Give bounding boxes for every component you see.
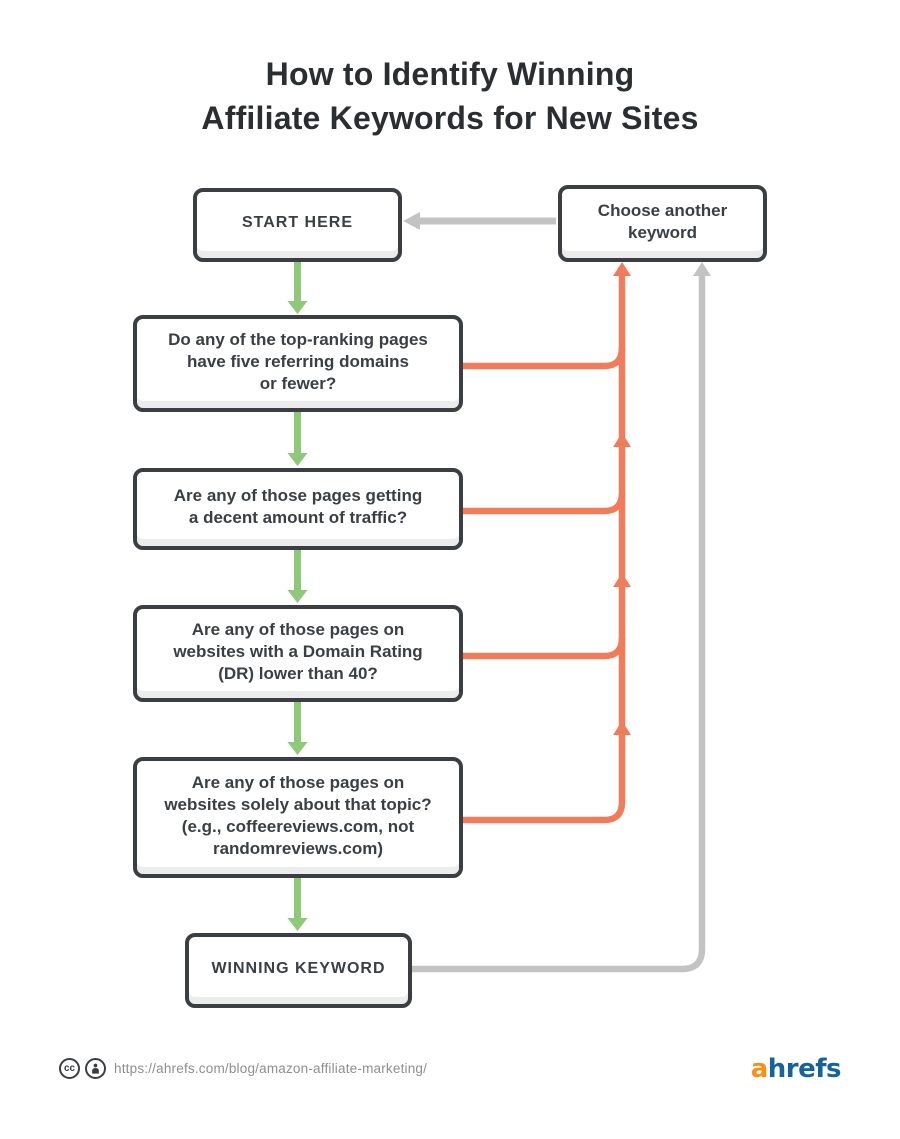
cc-license-icon-text: cc — [63, 1063, 76, 1074]
ahrefs-logo-a: a — [750, 1054, 769, 1084]
node-winning-keyword: WINNING KEYWORD — [185, 933, 412, 1008]
node-winning-keyword-label: WINNING KEYWORD — [211, 959, 386, 977]
node-question-referring-domains: Do any of the top-ranking pages have fiv… — [133, 315, 463, 412]
page-title-line2: Affiliate Keywords for New Sites — [201, 100, 699, 136]
edge-forward-flow-green — [287, 258, 308, 931]
node-question-domain-rating-label: Are any of those pages on websites with … — [173, 619, 423, 683]
source-url: https://ahrefs.com/blog/amazon-affiliate… — [114, 1061, 428, 1076]
node-choose-another-keyword: Choose another keyword — [558, 185, 767, 262]
node-question-traffic-label: Are any of those pages getting a decent … — [173, 486, 423, 527]
footer: cc https://ahrefs.com/blog/amazon-affili… — [0, 1048, 900, 1092]
page-title-line1: How to Identify Winning — [265, 56, 635, 92]
node-question-domain-rating: Are any of those pages on websites with … — [133, 605, 463, 702]
page-title: How to Identify Winning Affiliate Keywor… — [0, 52, 900, 140]
ahrefs-logo-hrefs: hrefs — [767, 1054, 842, 1084]
node-question-referring-domains-label: Do any of the top-ranking pages have fiv… — [168, 329, 428, 393]
node-question-traffic: Are any of those pages getting a decent … — [133, 468, 463, 550]
person-icon — [92, 1063, 99, 1074]
edge-no-branches-orange — [461, 262, 631, 824]
ahrefs-logo: ahrefs — [750, 1054, 842, 1084]
node-question-topic-focus: Are any of those pages on websites solel… — [133, 757, 463, 878]
node-question-topic-focus-label: Are any of those pages on websites solel… — [164, 772, 432, 858]
node-choose-another-keyword-label: Choose another keyword — [597, 200, 728, 242]
node-start-here-label: START HERE — [241, 214, 354, 231]
edge-winning-to-choose-gray — [410, 262, 711, 973]
node-start-here: START HERE — [193, 188, 402, 262]
cc-attribution-icon — [85, 1058, 106, 1079]
cc-license-icon: cc — [59, 1058, 80, 1079]
edge-choose-to-start-gray — [403, 212, 556, 230]
